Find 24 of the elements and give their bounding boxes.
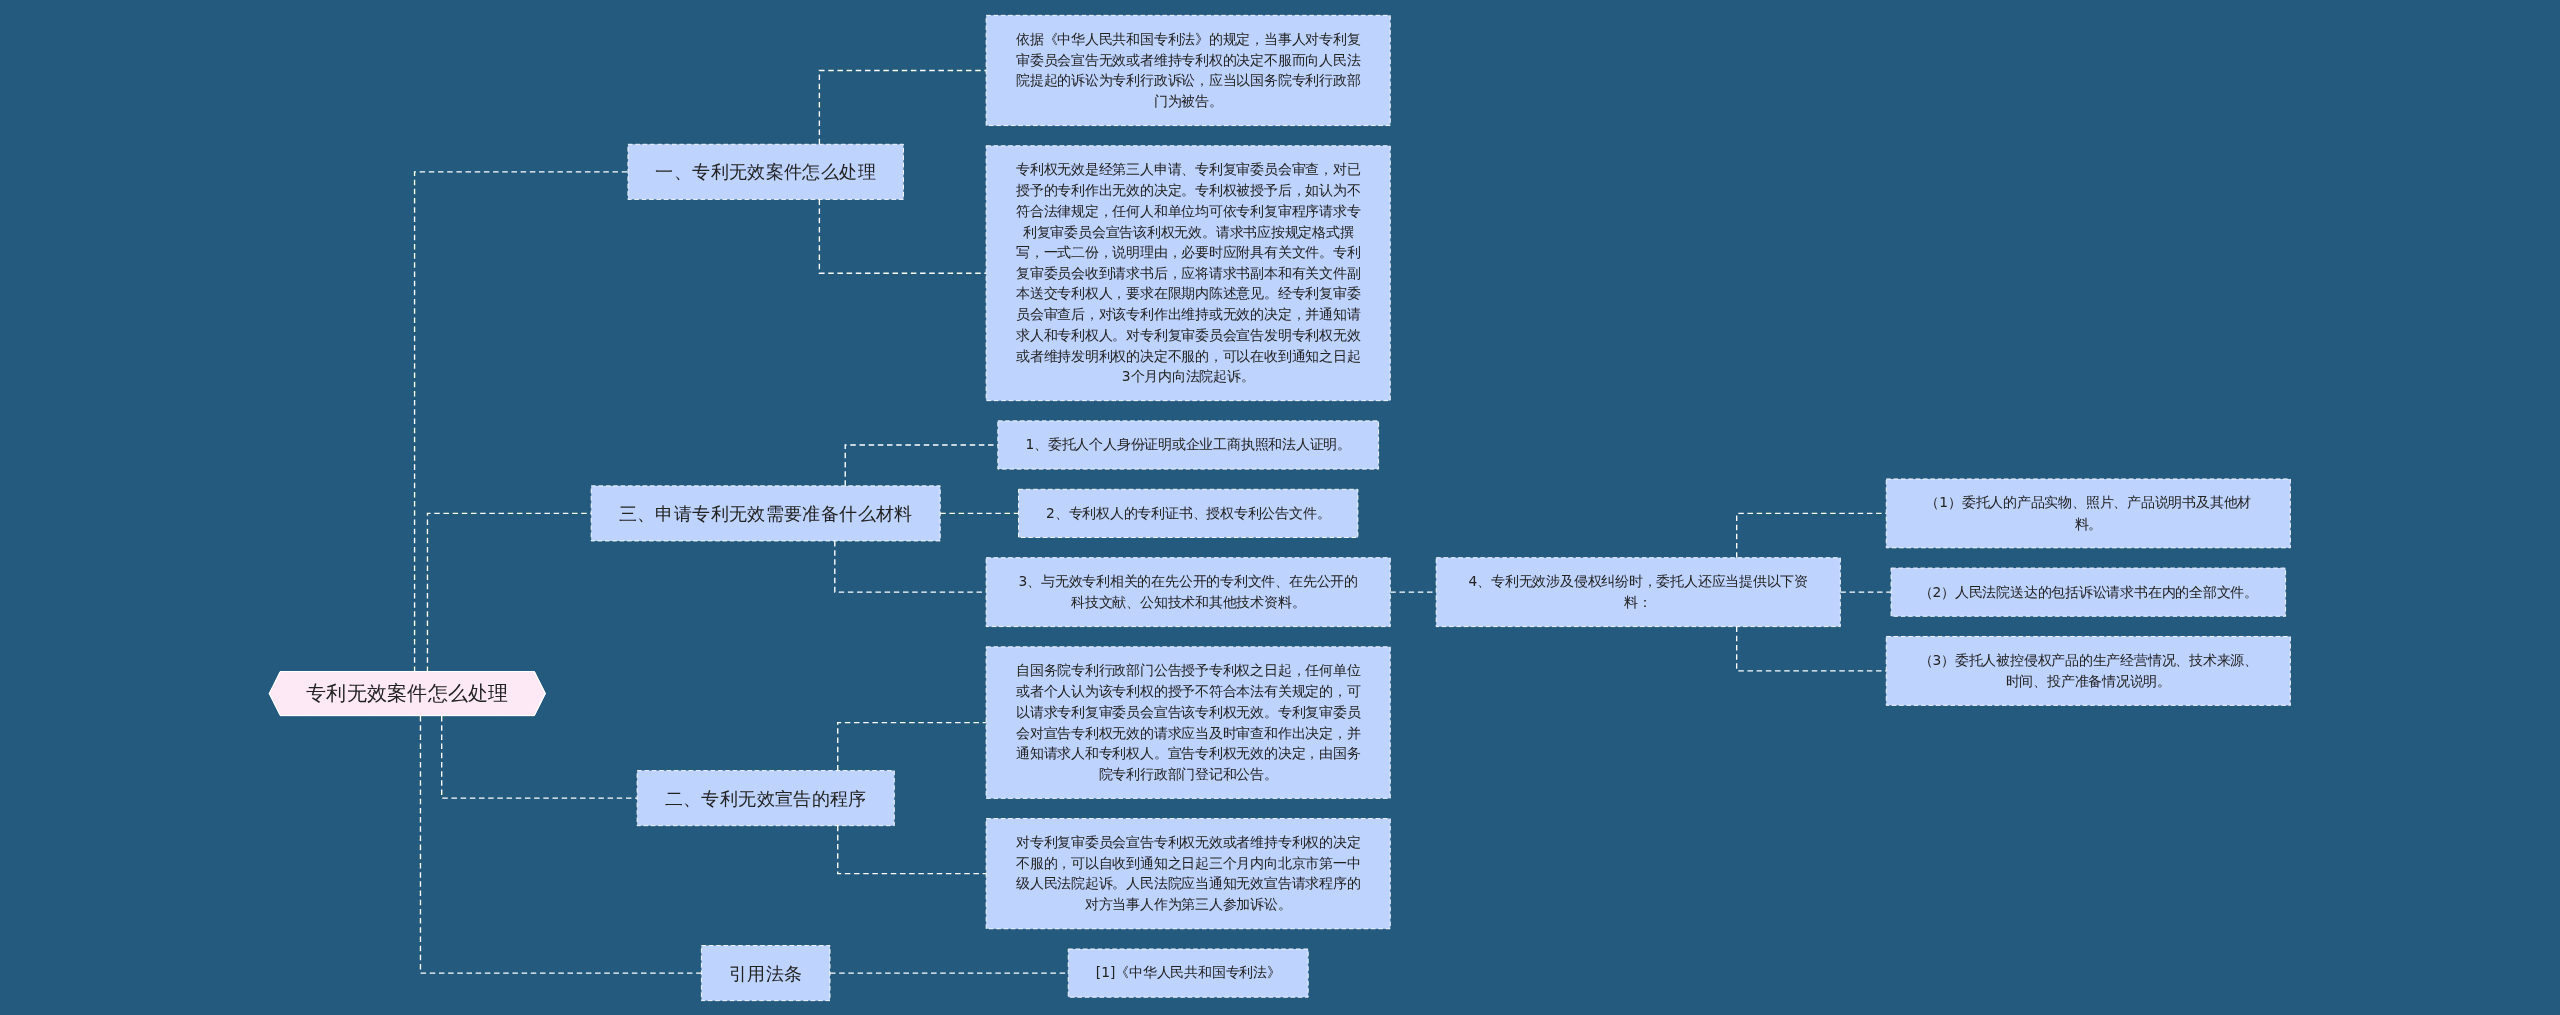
connector bbox=[837, 824, 987, 874]
node-box: 专利权无效是经第三人申请、专利复审委员会审查，对已授予的专利作出无效的决定。专利权被授予后，如认为不符合法律规定，任何人和单位均可依专利复审程序请求专利复审委员会宣告该利权无效。请求书应按规定格式撰写，一式二份，说明理由，必要时应附具有关文件。专利复审委员会收到请求书后，应将请求书副本和有关文件副本送交专利权人，要求在限期内陈述意见。经专利复审委员会审查后，对该专利作出维持或无效的决定，并通知请求人和专利权人。对专利复审委员会宣告发明专利权无效或者维持发明利权的决定不服的，可以在收到通知之日起3个月内向法院起诉。 bbox=[985, 144, 1391, 401]
node-box: [1]《中华人民共和国专利法》 bbox=[1067, 948, 1309, 998]
connector bbox=[818, 69, 987, 145]
node-box: （1）委托人的产品实物、照片、产品说明书及其他材料。 bbox=[1885, 478, 2291, 548]
node-box: （3）委托人被控侵权产品的生产经营情况、技术来源、时间、投产准备情况说明。 bbox=[1885, 635, 2291, 706]
node-box: 自国务院专利行政部门公告授予专利权之日起，任何单位或者个人认为该专利权的授予不符合本法有关规定的，可以请求专利复审委员会宣告该专利权无效。专利复审委员会对宣告专利权无效的请求应当及时审查和作出决定，并通知请求人和专利权人。宣告专利权无效的决定，由国务院专利行政部门登记和公告。 bbox=[985, 645, 1391, 799]
node-box: 三、申请专利无效需要准备什么材料 bbox=[590, 484, 941, 541]
node-box: 1、委托人个人身份证明或企业工商执照和法人证明。 bbox=[997, 419, 1380, 470]
connector bbox=[837, 721, 987, 771]
connector bbox=[441, 714, 638, 799]
node-box: （2）人民法院送达的包括诉讼请求书在内的全部文件。 bbox=[1890, 567, 2287, 617]
connector bbox=[939, 512, 1020, 514]
connector bbox=[419, 714, 703, 974]
node-box: 一、专利无效案件怎么处理 bbox=[627, 143, 905, 200]
node-box: 对专利复审委员会宣告专利权无效或者维持专利权的决定不服的，可以自收到通知之日起三个月内向北京市第一中级人民法院起诉。人民法院应当通知无效宣告请求程序的对方当事人作为第三人参加诉讼。 bbox=[985, 817, 1391, 929]
connector bbox=[1839, 590, 1892, 593]
node-box: 2、专利权人的专利证书、授权专利公告文件。 bbox=[1018, 488, 1359, 538]
node-box: 依据《中华人民共和国专利法》的规定，当事人对专利复审委员会宣告无效或者维持专利权的决定不服而向人民法院提起的诉讼为专利行政诉讼，应当以国务院专利行政部门为被告。 bbox=[985, 14, 1391, 126]
connector bbox=[818, 198, 987, 274]
node-box: 二、专利无效宣告的程序 bbox=[636, 769, 895, 826]
node-box: 引用法条 bbox=[701, 944, 831, 1001]
node-box: 4、专利无效涉及侵权纠纷时，委托人还应当提供以下资料： bbox=[1435, 556, 1841, 627]
node-box: 3、与无效专利相关的在先公开的专利文件、在先公开的科技文献、公知技术和其他技术资料。 bbox=[985, 556, 1391, 627]
